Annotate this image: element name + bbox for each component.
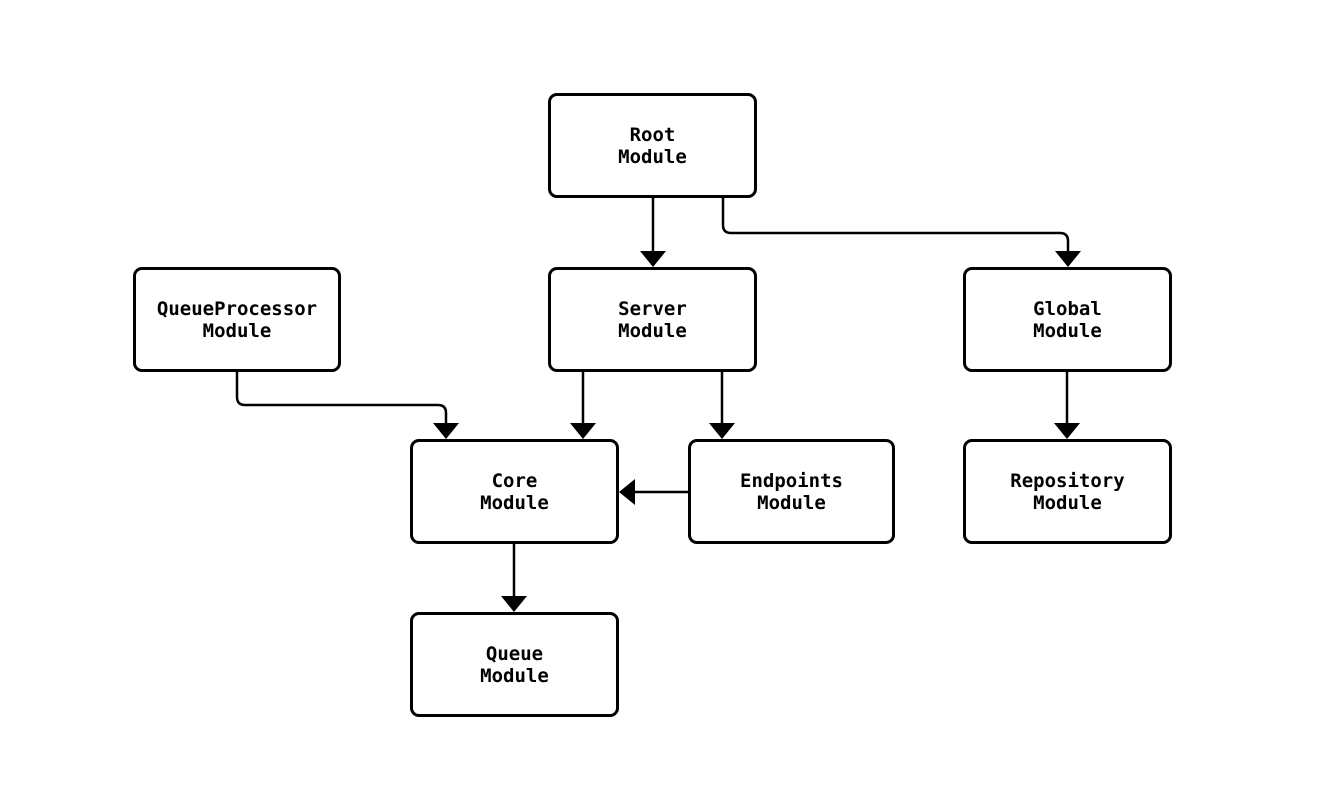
node-queue-module-label: Queue Module: [480, 642, 549, 687]
node-endpoints-module-label: Endpoints Module: [740, 469, 843, 514]
node-global-module: Global Module: [963, 267, 1172, 372]
node-repository-module-label: Repository Module: [1010, 469, 1125, 514]
node-root-module-label: Root Module: [618, 123, 687, 168]
node-core-module: Core Module: [410, 439, 619, 544]
node-endpoints-module: Endpoints Module: [688, 439, 895, 544]
edge-root-to-global: [721, 198, 1070, 252]
edge-queueprocessor-to-core: [235, 372, 448, 424]
node-queue-module: Queue Module: [410, 612, 619, 717]
node-queueprocessor-module-label: QueueProcessor Module: [156, 297, 318, 342]
node-server-module-label: Server Module: [618, 297, 687, 342]
arrowhead-global-to-repository: [1054, 423, 1080, 439]
arrowhead-server-to-core: [570, 423, 596, 439]
node-queueprocessor-module: QueueProcessor Module: [133, 267, 341, 372]
arrowhead-root-to-server: [640, 251, 666, 267]
arrowhead-queueprocessor-to-core: [433, 423, 459, 439]
arrowhead-server-to-endpoints: [709, 423, 735, 439]
node-server-module: Server Module: [548, 267, 757, 372]
arrowhead-root-to-global: [1055, 251, 1081, 267]
node-repository-module: Repository Module: [963, 439, 1172, 544]
node-root-module: Root Module: [548, 93, 757, 198]
arrowhead-core-to-queue: [501, 596, 527, 612]
node-global-module-label: Global Module: [1033, 297, 1102, 342]
arrowhead-endpoints-to-core: [619, 479, 635, 505]
node-core-module-label: Core Module: [480, 469, 549, 514]
